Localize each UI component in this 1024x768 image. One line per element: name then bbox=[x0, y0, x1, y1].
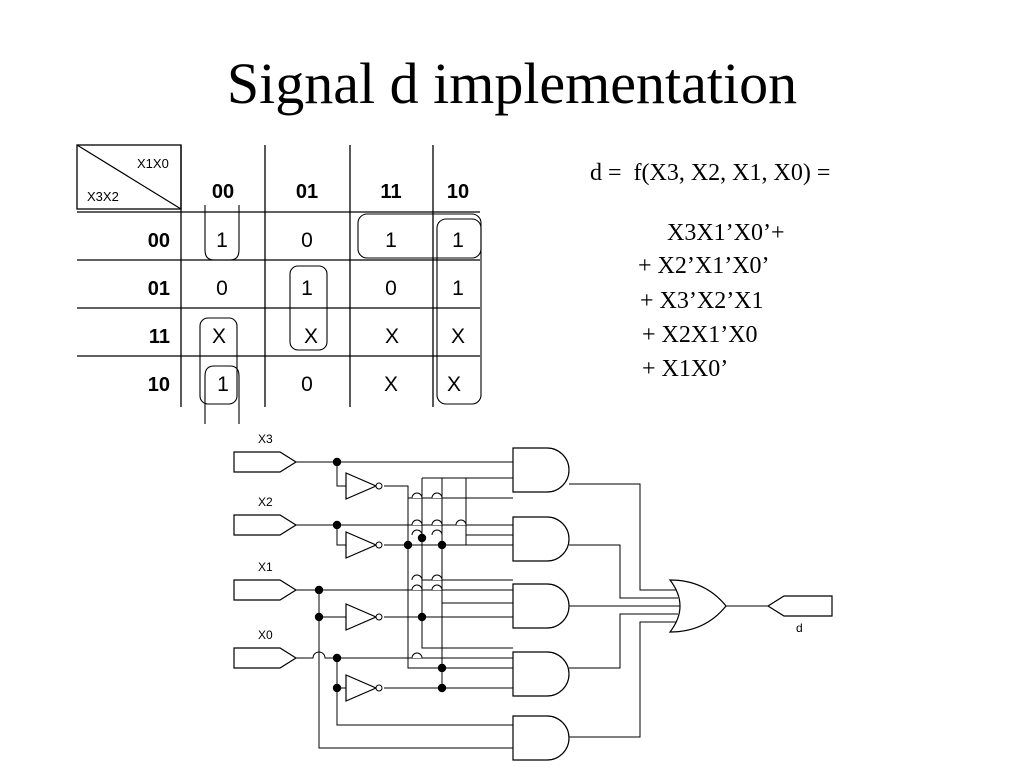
kmap-group-loop bbox=[289, 265, 328, 351]
junction-dot bbox=[332, 683, 342, 693]
output-port-d bbox=[766, 595, 833, 617]
inverter-gate bbox=[345, 674, 383, 702]
kmap-cell: 0 bbox=[301, 229, 313, 252]
kmap-group-loop bbox=[204, 365, 240, 424]
kmap-cell: 1 bbox=[217, 373, 229, 396]
junction-dot bbox=[437, 683, 447, 693]
junction-dot bbox=[417, 533, 427, 543]
junction-dot bbox=[332, 520, 342, 530]
input-label-x3: X3 bbox=[258, 432, 273, 446]
junction-dot bbox=[437, 663, 447, 673]
junction-dot bbox=[314, 612, 324, 622]
kmap-cell: 1 bbox=[216, 229, 228, 252]
input-label-x2: X2 bbox=[258, 495, 273, 509]
kmap-cell: 0 bbox=[301, 373, 313, 396]
equation-header: d = f(X3, X2, X1, X0) = bbox=[590, 160, 831, 186]
equation-term: + X3’X2’X1 bbox=[640, 288, 764, 314]
junction-dot bbox=[437, 540, 447, 550]
kmap-row-header: 00 bbox=[148, 230, 170, 252]
kmap-col-header: 11 bbox=[380, 181, 401, 203]
output-label-d: d bbox=[796, 621, 803, 635]
and-gate bbox=[512, 447, 570, 493]
kmap-cell: 1 bbox=[301, 277, 313, 300]
input-port-x2 bbox=[233, 514, 297, 536]
and-gate bbox=[512, 583, 570, 629]
inverter-gate bbox=[345, 603, 383, 631]
input-label-x1: X1 bbox=[258, 560, 273, 574]
kmap-corner-top: X1X0 bbox=[137, 156, 169, 171]
junction-dot bbox=[314, 585, 324, 595]
equation-term: + X2X1’X0 bbox=[642, 322, 758, 348]
kmap-col-header: 10 bbox=[447, 181, 469, 203]
kmap-group-loop bbox=[199, 317, 238, 405]
kmap-row-header: 01 bbox=[148, 278, 170, 300]
input-port-x1 bbox=[233, 579, 297, 601]
equation-term: + X1X0’ bbox=[642, 356, 729, 382]
and-gate bbox=[512, 651, 570, 697]
input-port-x3 bbox=[233, 451, 297, 473]
inverter-gate bbox=[345, 531, 383, 559]
input-port-x0 bbox=[233, 647, 297, 669]
kmap-corner-diagonal bbox=[76, 144, 182, 210]
kmap-corner-bottom: X3X2 bbox=[87, 189, 119, 204]
kmap-cell: 0 bbox=[385, 277, 397, 300]
junction-dot bbox=[332, 653, 342, 663]
kmap-row-header: 10 bbox=[148, 374, 170, 396]
kmap-cell: 0 bbox=[216, 277, 228, 300]
inverter-gate bbox=[345, 472, 383, 500]
and-gate bbox=[512, 715, 570, 761]
kmap-cell: X bbox=[384, 373, 398, 396]
input-label-x0: X0 bbox=[258, 628, 273, 642]
junction-dot bbox=[403, 540, 413, 550]
kmap-cell: 1 bbox=[452, 229, 464, 252]
equation-term: + X2’X1’X0’ bbox=[638, 253, 770, 279]
kmap-group-loop bbox=[436, 218, 482, 405]
kmap-cell: X bbox=[212, 325, 226, 348]
kmap-cell: X bbox=[451, 325, 465, 348]
or-gate bbox=[668, 579, 727, 633]
slide-title: Signal d implementation bbox=[226, 51, 798, 116]
equation-term: X3X1’X0’+ bbox=[667, 220, 785, 246]
kmap-row-header: 11 bbox=[149, 326, 170, 348]
kmap-cell: 1 bbox=[452, 277, 464, 300]
and-gate bbox=[512, 516, 570, 562]
junction-dot bbox=[332, 457, 342, 467]
kmap-cell: X bbox=[447, 373, 461, 396]
kmap-cell: X bbox=[385, 325, 399, 348]
kmap-col-header: 01 bbox=[296, 181, 318, 203]
kmap-cell: X bbox=[304, 325, 318, 348]
kmap-col-header: 00 bbox=[212, 181, 234, 203]
kmap-group-loop bbox=[204, 205, 240, 261]
kmap-cell: 1 bbox=[385, 229, 397, 252]
junction-dot bbox=[417, 612, 427, 622]
